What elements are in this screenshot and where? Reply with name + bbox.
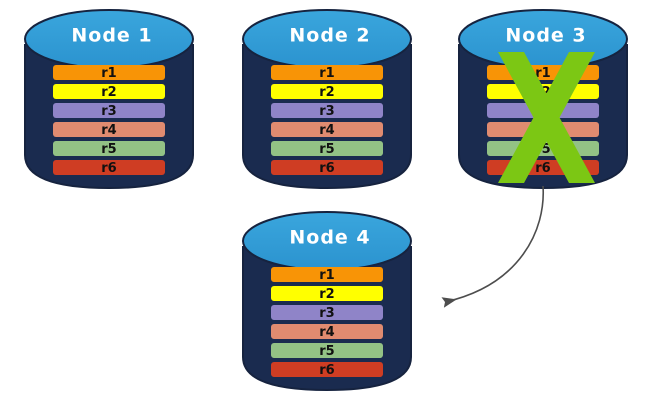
failover-arrow <box>441 185 544 308</box>
node-4-record-r1-label: r1 <box>319 268 334 283</box>
node-4-record-r1 <box>271 267 383 282</box>
node-2-record-r1 <box>271 65 383 80</box>
node-1-record-r1-label: r1 <box>101 66 116 81</box>
node-4-records: r1 r2 r3 r4 r5 r6 <box>271 267 383 378</box>
node-2-record-r5 <box>271 141 383 156</box>
node-1-record-r6 <box>53 160 165 175</box>
node-1[interactable]: Node 1 r1 r2 r3 r4 r5 r6 <box>24 9 194 190</box>
node-2-record-r3 <box>271 103 383 118</box>
node-3[interactable]: Node 3 r1 r2 r3 r4 r5 r6 <box>458 9 628 190</box>
node-4-record-r5-label: r5 <box>319 344 334 359</box>
node-4-title: Node 4 <box>289 227 370 249</box>
node-2-record-r6-label: r6 <box>319 161 334 176</box>
node-4-record-r2-label: r2 <box>319 287 334 302</box>
node-4-record-r6-label: r6 <box>319 363 334 378</box>
node-4-record-r5 <box>271 343 383 358</box>
node-2[interactable]: Node 2 r1 r2 r3 r4 r5 r6 <box>242 9 412 190</box>
node-1-record-r6-label: r6 <box>101 161 116 176</box>
node-4-record-r4 <box>271 324 383 339</box>
node-4-record-r2 <box>271 286 383 301</box>
node-2-record-r5-label: r5 <box>319 142 334 157</box>
node-3-record-r6-label: r6 <box>535 161 550 176</box>
node-1-title: Node 1 <box>71 25 152 47</box>
node-1-record-r5-label: r5 <box>101 142 116 157</box>
node-2-record-r2-label: r2 <box>319 85 334 100</box>
node-4-record-r4-label: r4 <box>319 325 334 340</box>
node-1-record-r4 <box>53 122 165 137</box>
node-1-record-r2-label: r2 <box>101 85 116 100</box>
red-x-cross-mark <box>498 52 595 183</box>
node-1-record-r2 <box>53 84 165 99</box>
node-2-record-r2 <box>271 84 383 99</box>
node-4-record-r3 <box>271 305 383 320</box>
node-3-record-r1-label: r1 <box>535 66 550 81</box>
node-1-record-r3-label: r3 <box>101 104 116 119</box>
node-4[interactable]: Node 4 r1 r2 r3 r4 r5 r6 <box>242 211 412 392</box>
node-1-record-r5 <box>53 141 165 156</box>
node-2-record-r4-label: r4 <box>319 123 334 138</box>
node-2-title: Node 2 <box>289 25 370 47</box>
node-3-title: Node 3 <box>505 25 586 47</box>
failover-arrow-line <box>441 185 544 308</box>
node-1-record-r4-label: r4 <box>101 123 116 138</box>
node-2-record-r1-label: r1 <box>319 66 334 81</box>
node-2-record-r3-label: r3 <box>319 104 334 119</box>
node-4-record-r6 <box>271 362 383 377</box>
node-2-records: r1 r2 r3 r4 r5 r6 <box>271 65 383 176</box>
node-1-record-r3 <box>53 103 165 118</box>
x-stroke-up <box>498 52 595 183</box>
node-1-records: r1 r2 r3 r4 r5 r6 <box>53 65 165 176</box>
node-1-record-r1 <box>53 65 165 80</box>
node-4-record-r3-label: r3 <box>319 306 334 321</box>
node-2-record-r4 <box>271 122 383 137</box>
node-2-record-r6 <box>271 160 383 175</box>
